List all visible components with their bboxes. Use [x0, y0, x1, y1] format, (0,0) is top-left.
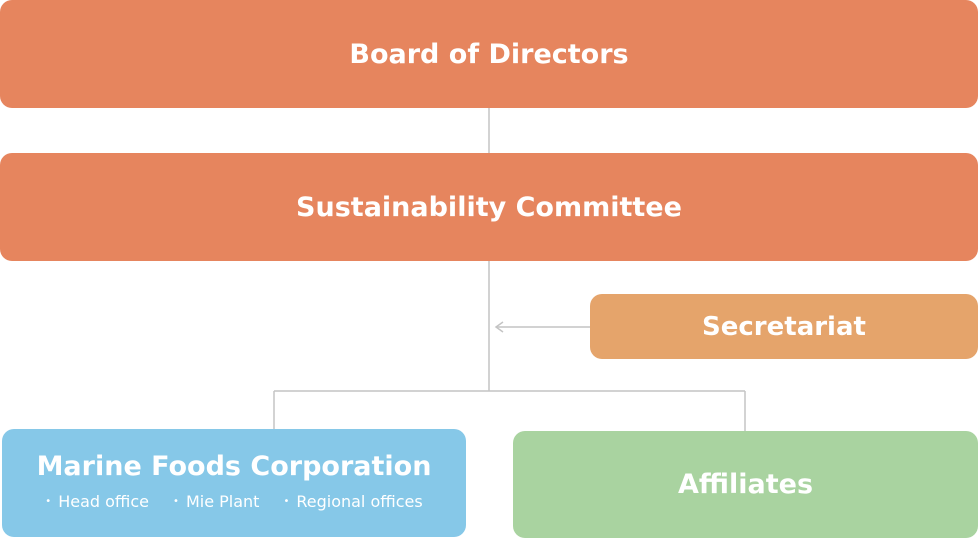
- secretariat-box: Secretariat: [590, 294, 978, 359]
- sustainability-committee-box: Sustainability Committee: [0, 153, 978, 261]
- board-of-directors-box: Board of Directors: [0, 0, 978, 108]
- arrow-left-icon: [494, 321, 504, 333]
- affiliates-box: Affiliates: [513, 431, 978, 538]
- subitem-regional-offices: Regional offices: [283, 492, 422, 511]
- marine-foods-corporation-box: Marine Foods Corporation Head office Mie…: [2, 429, 466, 537]
- committee-label: Sustainability Committee: [296, 191, 682, 223]
- affiliates-label: Affiliates: [677, 469, 814, 500]
- marine-subitems: Head office Mie Plant Regional offices: [45, 492, 422, 511]
- marine-label: Marine Foods Corporation: [36, 451, 432, 482]
- subitem-head-office: Head office: [45, 492, 149, 511]
- board-label: Board of Directors: [349, 38, 629, 70]
- subitem-mie-plant: Mie Plant: [173, 492, 260, 511]
- secretariat-label: Secretariat: [702, 311, 866, 342]
